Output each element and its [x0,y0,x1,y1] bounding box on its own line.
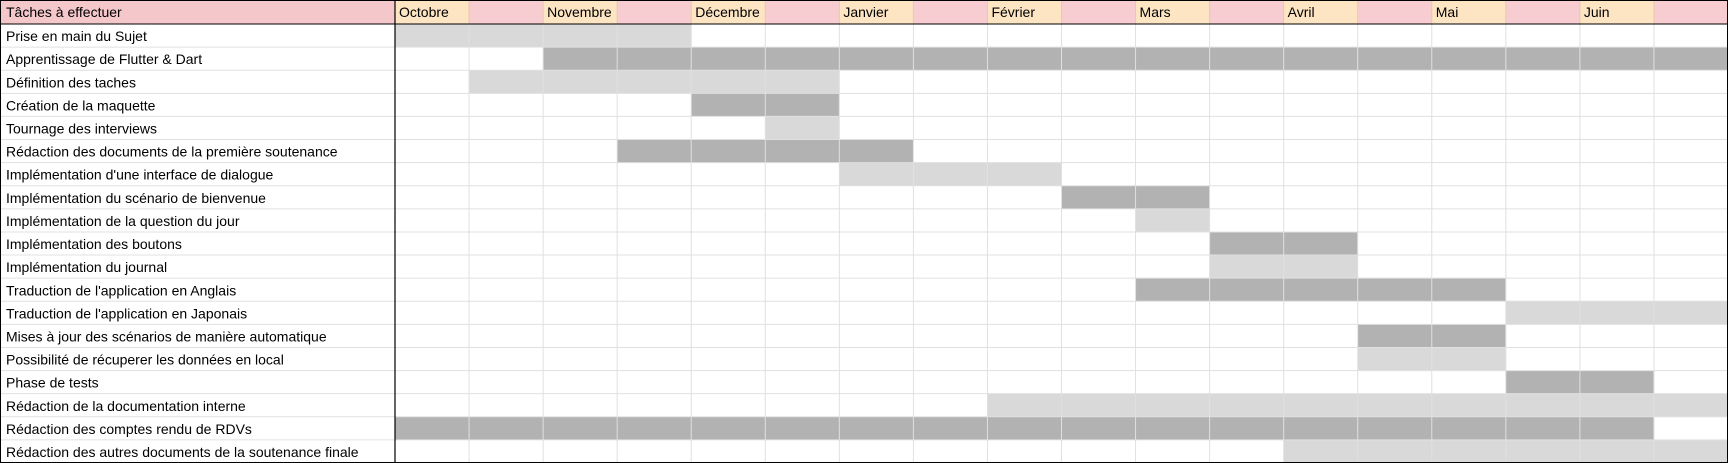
gantt-bar [469,70,840,94]
header-half-month-cell [617,0,692,24]
header-half-month-cell [395,0,470,24]
month-label: Février [991,4,1035,20]
header-half-month-cell [1357,0,1432,24]
gantt-bar [1505,301,1728,325]
task-label: Phase de tests [6,375,99,391]
header-half-month-cell [1653,0,1728,24]
header-half-month-cell [469,0,544,24]
header-half-month-cell [1579,0,1654,24]
gantt-bar [395,416,1654,440]
month-label: Mai [1436,4,1459,20]
gantt-bar [1135,208,1210,232]
header-half-month-cell [1135,0,1210,24]
header-half-month-cell [913,0,988,24]
month-label: Mars [1140,4,1171,20]
gantt-bar [839,162,1062,186]
header-half-month-cell [839,0,914,24]
month-label: Juin [1584,4,1610,20]
task-label: Rédaction de la documentation interne [6,398,246,414]
task-label: Rédaction des documents de la première s… [6,144,338,160]
header-task-cell [0,0,395,24]
header-half-month-cell [987,0,1062,24]
task-label: Rédaction des comptes rendu de RDVs [6,421,252,437]
header-half-month-cell [1283,0,1358,24]
task-label: Possibilité de récuperer les données en … [6,352,284,368]
month-label: Novembre [547,4,612,20]
task-label: Tournage des interviews [6,121,157,137]
header-half-month-cell [1505,0,1580,24]
header-half-month-cell [1431,0,1506,24]
task-label: Définition des taches [6,74,136,90]
task-label: Apprentissage de Flutter & Dart [6,51,202,67]
task-label: Implémentation du scénario de bienvenue [6,190,266,206]
header-half-month-cell [1209,0,1284,24]
header-half-month-cell [1061,0,1136,24]
task-label: Mises à jour des scénarios de manière au… [6,328,327,344]
task-column-header: Tâches à effectuer [6,4,122,20]
month-label: Avril [1288,4,1315,20]
task-label: Implémentation de la question du jour [6,213,240,229]
month-label: Décembre [695,4,760,20]
month-label: Octobre [399,4,449,20]
gantt-bar [1135,278,1506,302]
month-label: Janvier [843,4,888,20]
task-label: Implémentation des boutons [6,236,182,252]
header-half-month-cell [765,0,840,24]
task-label: Rédaction des autres documents de la sou… [6,444,359,460]
gantt-bar [765,116,840,140]
task-label: Implémentation du journal [6,259,167,275]
task-label: Création de la maquette [6,97,156,113]
header-half-month-cell [691,0,766,24]
task-label: Traduction de l'application en Japonais [6,305,247,321]
task-label: Implémentation d'une interface de dialog… [6,167,274,183]
task-label: Traduction de l'application en Anglais [6,282,236,298]
header-half-month-cell [543,0,618,24]
task-label: Prise en main du Sujet [6,28,147,44]
